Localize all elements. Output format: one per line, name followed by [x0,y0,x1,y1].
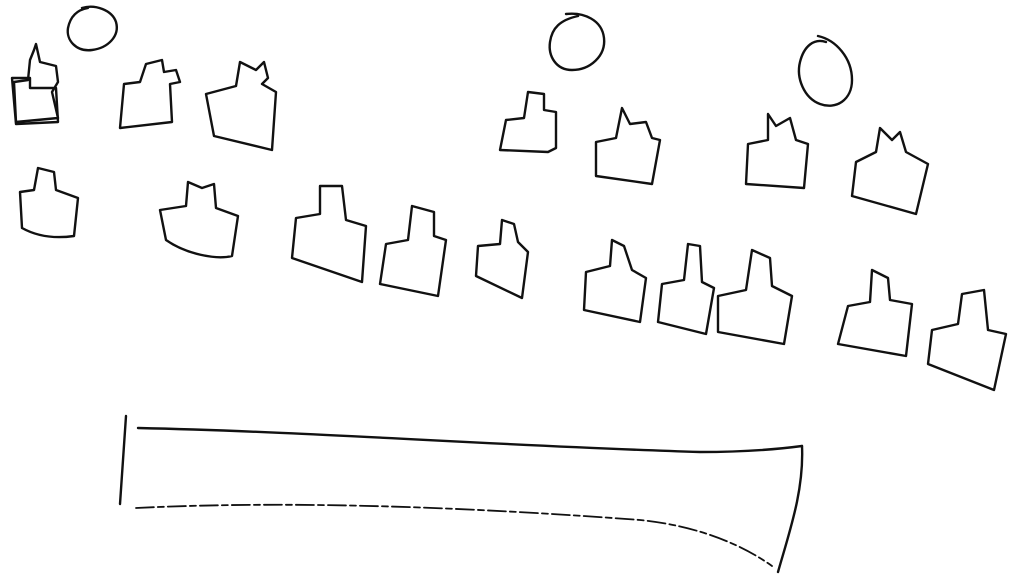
chair-icon [292,186,366,282]
labeled-chair [500,92,556,152]
chair-icon [838,270,912,356]
labeled-chair [852,128,928,214]
labeled-chair [746,114,808,188]
long-table-right-edge [778,446,802,572]
long-table-bottom-edge [136,505,772,566]
long-table-outline [120,416,126,504]
chair-icon [380,206,446,296]
person-head-icon [799,36,852,106]
long-table-top-edge [138,428,802,452]
chair-icon [20,168,78,237]
raised-arm-icon [14,44,58,122]
labeled-chair [596,108,660,184]
chair-icon [928,290,1006,390]
chair-icon [718,250,792,344]
labeled-chair [120,60,180,128]
person-head-icon [68,7,117,50]
labeled-chair [206,62,276,150]
chair-icon [658,244,714,334]
chair-icon [160,182,238,257]
chair-icon [584,240,646,322]
labeled-chair [12,78,58,124]
person-head-icon [550,14,604,70]
chair-icon [476,220,528,298]
